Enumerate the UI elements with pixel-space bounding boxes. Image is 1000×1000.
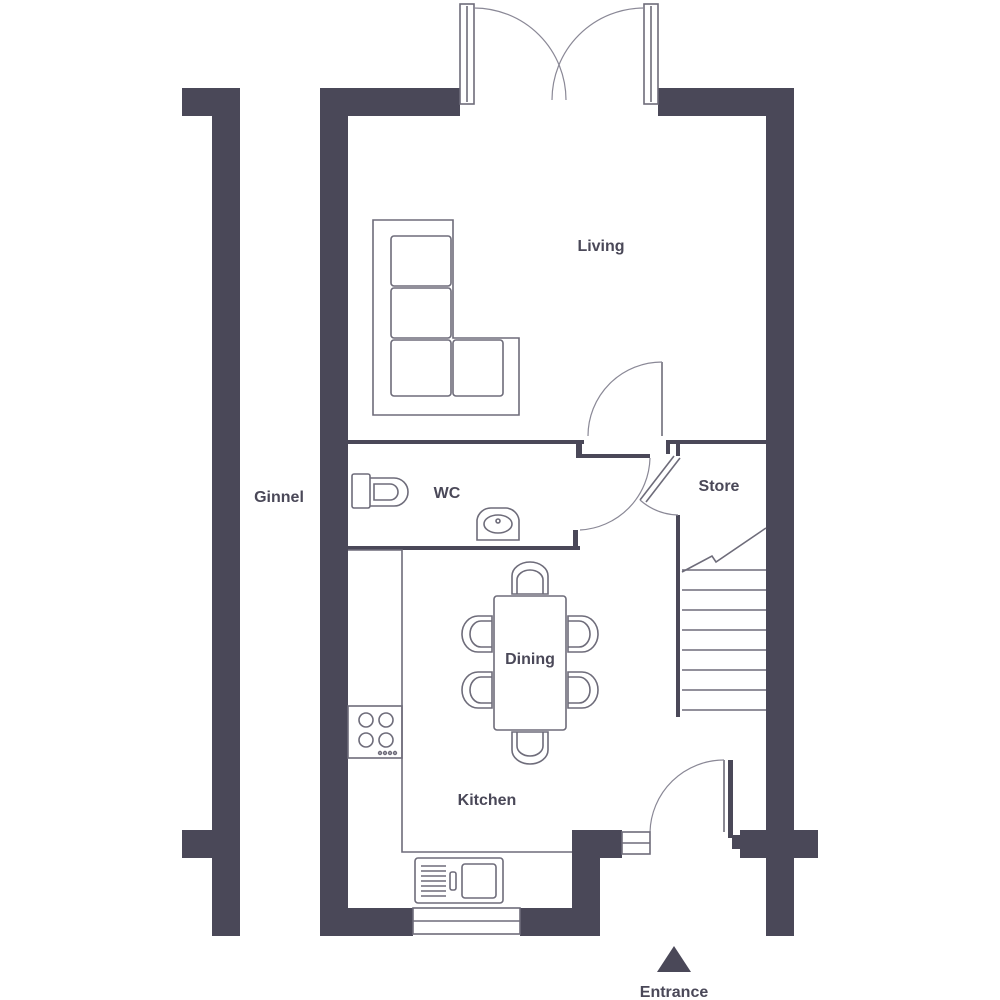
living-door (587, 361, 663, 437)
front-door (621, 759, 725, 855)
exterior-walls (320, 88, 818, 936)
room-label-wc: WC (434, 485, 461, 502)
kitchen-window (412, 907, 521, 935)
room-label-dining: Dining (505, 651, 555, 668)
store-door (639, 455, 681, 516)
interior-walls (348, 440, 766, 849)
area-label-ginnel: Ginnel (254, 489, 304, 506)
toilet (351, 473, 409, 509)
entrance-arrow-icon (657, 946, 691, 972)
ginnel-wall (182, 88, 240, 936)
staircase (681, 527, 767, 711)
room-label-living: Living (577, 238, 624, 255)
basin (476, 507, 520, 541)
room-label-store: Store (699, 478, 740, 495)
kitchen-counter (347, 549, 572, 853)
sofa (372, 219, 520, 416)
wc-door (579, 457, 651, 531)
kitchen-sink (414, 857, 504, 904)
dining-table (461, 561, 599, 765)
entrance-label: Entrance (640, 984, 709, 1000)
room-label-kitchen: Kitchen (458, 792, 517, 809)
patio-doors (459, 3, 659, 105)
